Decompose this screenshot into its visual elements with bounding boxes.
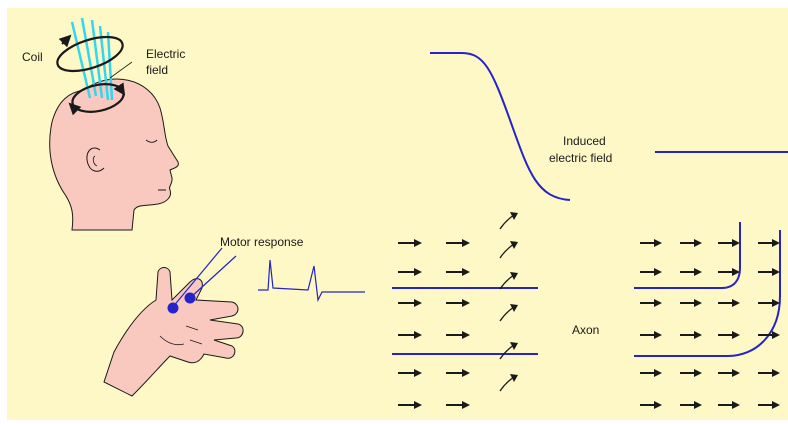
curved-arrow-head-icon: [510, 272, 518, 280]
axon-label: Axon: [572, 323, 599, 337]
induced-field-label-line2: electric field: [549, 151, 612, 165]
coil-icon: [53, 30, 126, 78]
coil-label: Coil: [22, 50, 43, 64]
arrow-head-icon: [772, 331, 780, 339]
arrow-head-icon: [654, 401, 662, 409]
arrow-head-icon: [654, 369, 662, 377]
electric-field-label-line2: field: [146, 63, 168, 77]
arrow-head-icon: [694, 299, 702, 307]
field-arrows-curved: [500, 212, 518, 391]
arrow-head-icon: [414, 401, 422, 409]
arrow-head-icon: [732, 369, 740, 377]
arrow-head-icon: [732, 299, 740, 307]
arrow-head-icon: [462, 401, 470, 409]
curved-arrow-head-icon: [510, 212, 518, 220]
arrow-head-icon: [772, 268, 780, 276]
arrow-head-icon: [414, 268, 422, 276]
arrow-head-icon: [772, 239, 780, 247]
arrow-head-icon: [772, 401, 780, 409]
curved-arrow-head-icon: [510, 342, 518, 350]
arrow-head-icon: [694, 369, 702, 377]
curved-arrow-icon: [500, 345, 514, 359]
arrow-head-icon: [414, 299, 422, 307]
motor-response-trace: [258, 260, 365, 300]
arrow-head-icon: [414, 331, 422, 339]
head-illustration: [50, 79, 179, 230]
arrow-head-icon: [654, 239, 662, 247]
arrow-head-icon: [772, 369, 780, 377]
arrow-head-icon: [694, 239, 702, 247]
arrow-head-icon: [694, 401, 702, 409]
arrow-head-icon: [654, 299, 662, 307]
electric-field-label-line1: Electric: [146, 47, 185, 61]
curved-arrow-head-icon: [510, 304, 518, 312]
arrow-head-icon: [462, 268, 470, 276]
arrow-head-icon: [462, 299, 470, 307]
field-arrows-right: [640, 239, 780, 409]
arrow-head-icon: [732, 239, 740, 247]
curved-arrow-head-icon: [510, 374, 518, 382]
curved-arrow-icon: [500, 275, 514, 289]
induced-field-curve-left: [430, 53, 570, 200]
curved-arrow-icon: [500, 244, 514, 258]
arrow-head-icon: [414, 369, 422, 377]
axon-line-upper-right: [634, 222, 740, 288]
curved-arrow-icon: [500, 307, 514, 321]
field-arrows-left: [398, 239, 470, 409]
arrow-head-icon: [694, 331, 702, 339]
induced-field-label-line1: Induced: [563, 134, 606, 148]
arrow-head-icon: [732, 401, 740, 409]
curved-arrow-icon: [500, 377, 514, 391]
curved-arrow-head-icon: [510, 241, 518, 249]
hand-illustration: [104, 268, 243, 397]
arrow-head-icon: [462, 369, 470, 377]
arrow-head-icon: [654, 331, 662, 339]
motor-response-label: Motor response: [220, 235, 303, 249]
arrow-head-icon: [732, 331, 740, 339]
arrow-head-icon: [694, 268, 702, 276]
arrow-head-icon: [414, 239, 422, 247]
arrow-head-icon: [462, 239, 470, 247]
arrow-head-icon: [654, 268, 662, 276]
curved-arrow-icon: [500, 215, 514, 229]
arrow-head-icon: [462, 331, 470, 339]
